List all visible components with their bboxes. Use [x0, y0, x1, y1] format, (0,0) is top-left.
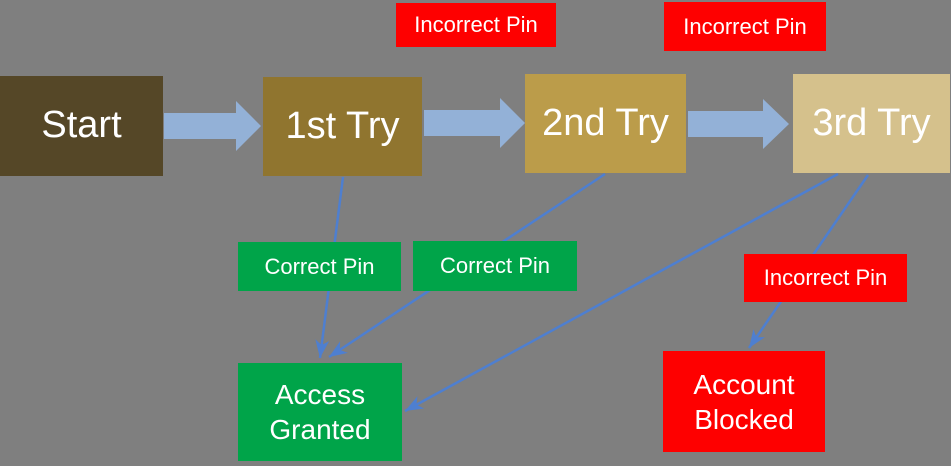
- node-account-blocked: Account Blocked: [663, 351, 825, 452]
- node-access-granted: Access Granted: [238, 363, 402, 461]
- edge-label-incorrect-pin-2-text: Incorrect Pin: [683, 13, 807, 39]
- node-account-blocked-label: Account Blocked: [693, 368, 795, 435]
- connector-line: [404, 172, 839, 413]
- node-access-granted-label: Access Granted: [269, 379, 371, 445]
- node-try3: 3rd Try: [793, 74, 950, 173]
- flow-arrow-group: [164, 98, 789, 151]
- edge-label-incorrect-pin-1-text: Incorrect Pin: [414, 12, 538, 38]
- node-try3-label: 3rd Try: [812, 101, 931, 144]
- flow-arrow: [688, 99, 789, 149]
- edge-label-correct-pin-1: Correct Pin: [238, 242, 401, 291]
- edge-label-incorrect-pin-3-text: Incorrect Pin: [763, 265, 888, 291]
- edge-label-incorrect-pin-2: Incorrect Pin: [664, 2, 826, 51]
- edge-label-correct-pin-2: Correct Pin: [413, 241, 577, 291]
- edge-label-correct-pin-1-text: Correct Pin: [264, 253, 375, 279]
- node-start: Start: [0, 76, 163, 176]
- node-start-label: Start: [41, 104, 122, 147]
- node-try1: 1st Try: [263, 77, 422, 176]
- flow-arrow: [164, 101, 261, 151]
- node-try2-label: 2nd Try: [542, 101, 669, 144]
- node-try2: 2nd Try: [525, 74, 686, 173]
- edge-label-correct-pin-2-text: Correct Pin: [439, 253, 551, 279]
- edge-label-incorrect-pin-1: Incorrect Pin: [396, 3, 556, 47]
- flow-arrow: [424, 98, 525, 148]
- node-try1-label: 1st Try: [285, 104, 400, 147]
- edge-label-incorrect-pin-3: Incorrect Pin: [744, 254, 907, 302]
